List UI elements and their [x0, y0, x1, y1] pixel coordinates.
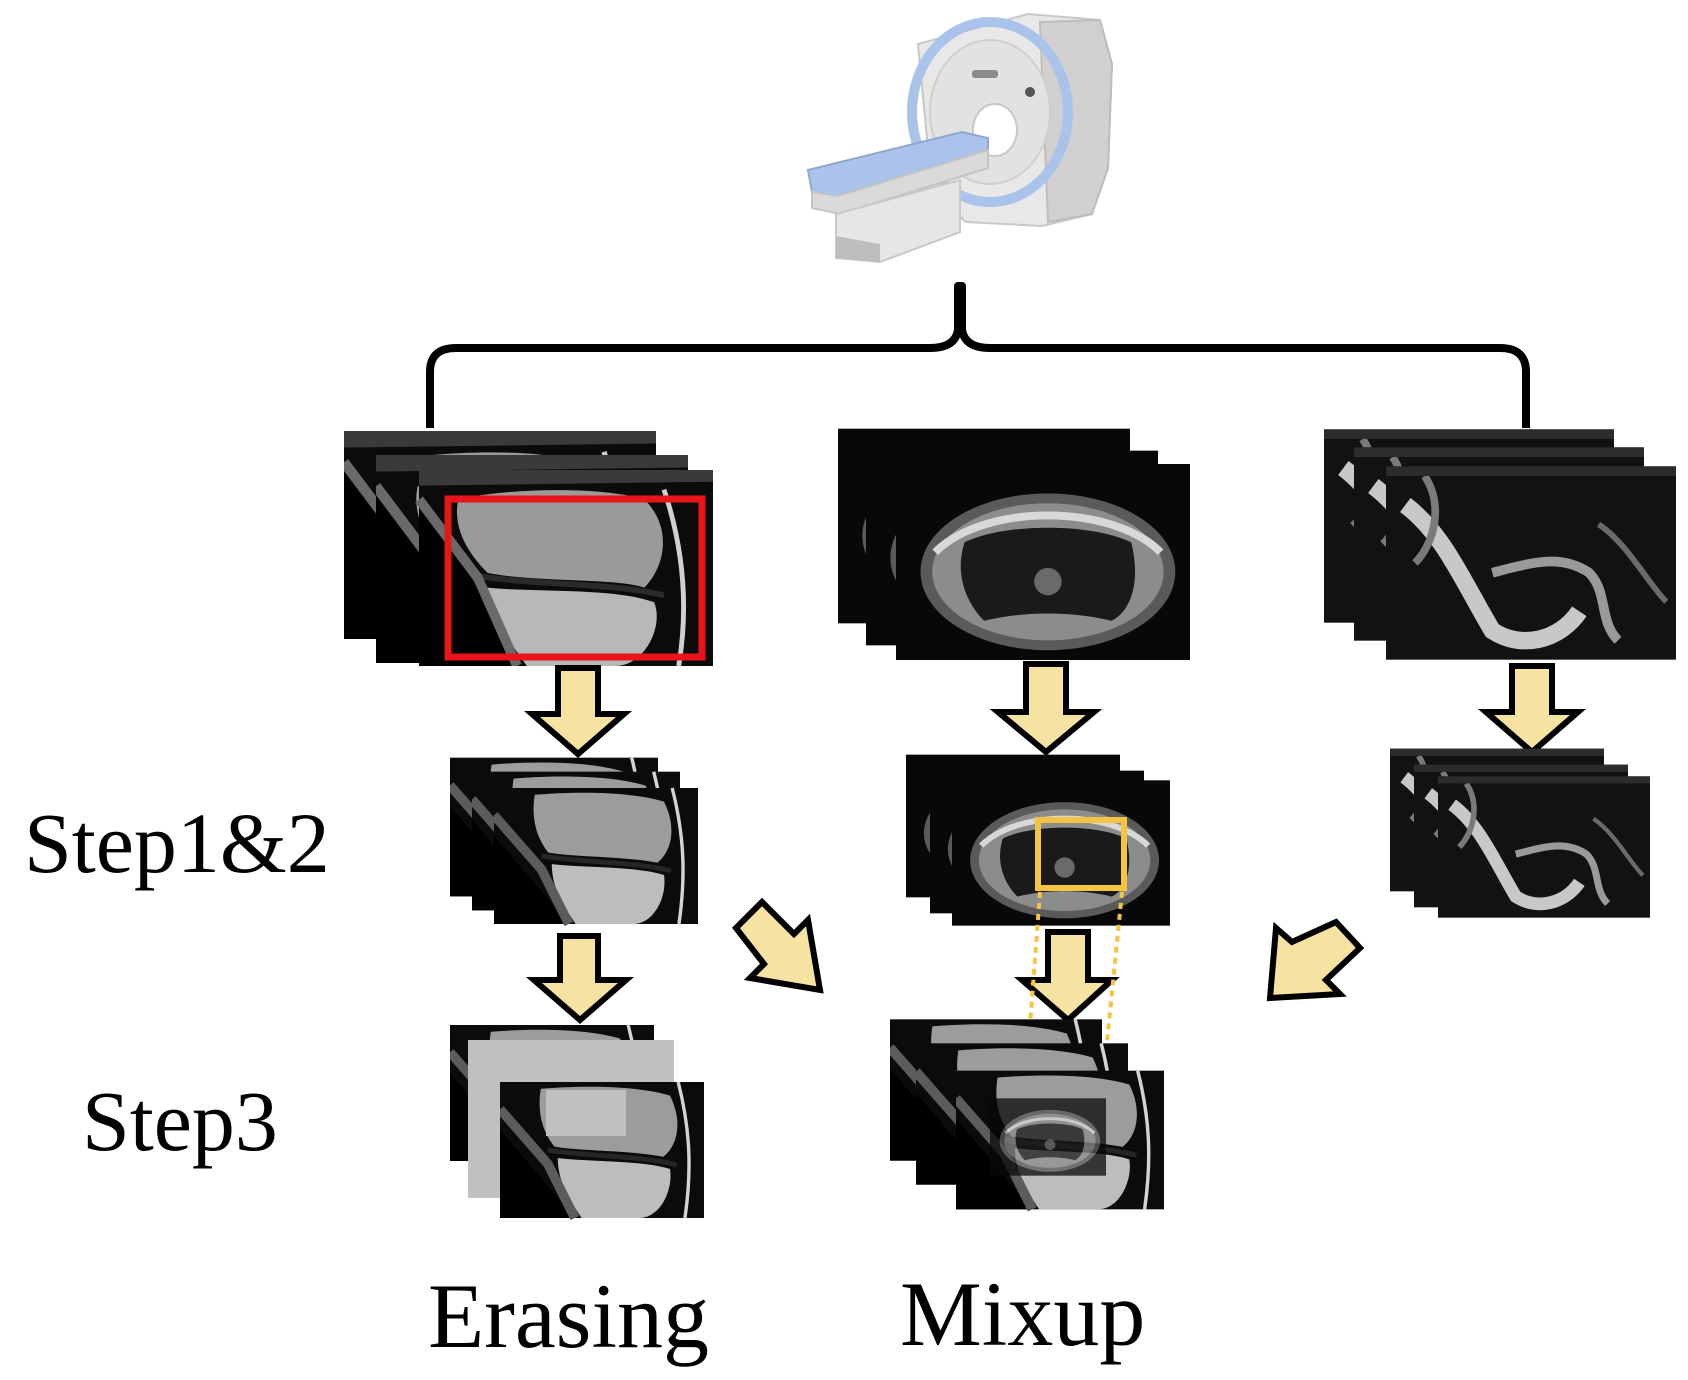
- mri-scanner-icon: [806, 12, 1114, 264]
- mixup-source-box: [1035, 817, 1127, 891]
- step3-label: Step3: [82, 1073, 278, 1169]
- down-arrow: [1013, 929, 1120, 1025]
- sagittal-image-stack: [344, 431, 713, 666]
- down-arrow: [1477, 663, 1587, 756]
- sagittal-fatsat-image-stack: [1324, 429, 1676, 659]
- crop-region-box: [444, 495, 706, 661]
- down-arrow: [525, 933, 635, 1024]
- axial-image-stack: [838, 429, 1190, 660]
- erase-patch-small: [546, 1090, 626, 1136]
- down-arrow: [523, 665, 633, 758]
- down-arrow: [989, 661, 1103, 756]
- step1-2-label: Step1&2: [24, 795, 330, 891]
- mixup-result-stack: [890, 1019, 1164, 1209]
- erasing-label: Erasing: [428, 1265, 710, 1367]
- mixup-label: Mixup: [900, 1263, 1146, 1365]
- cropped-sagittal-fatsat-stack: [1390, 749, 1650, 918]
- grouping-bracket: [426, 282, 1530, 428]
- cropped-sagittal-stack: [450, 758, 698, 924]
- diagonal-arrow: [732, 897, 824, 994]
- diagonal-arrow: [1266, 918, 1365, 1002]
- cropped-axial-stack: [906, 755, 1170, 926]
- erasing-result-stack: [450, 1025, 704, 1218]
